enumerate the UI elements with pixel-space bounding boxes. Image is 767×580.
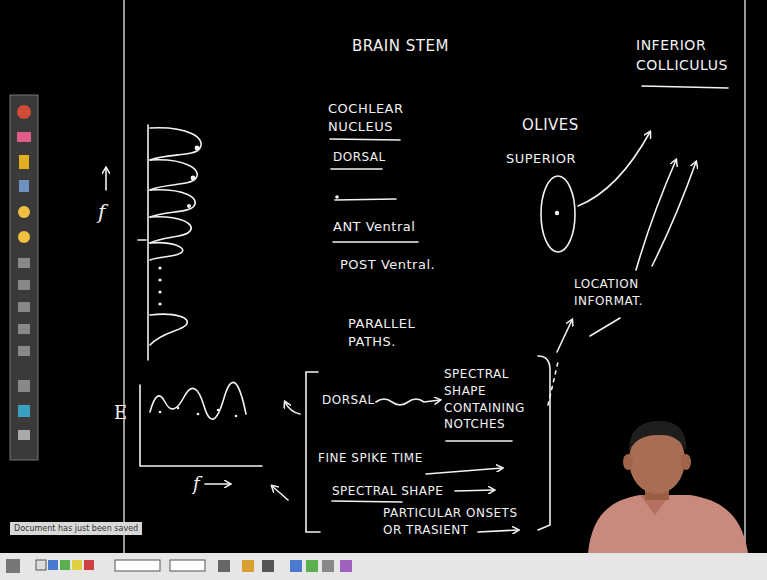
axis-label: f (193, 471, 200, 496)
division-label: DORSAL (333, 149, 386, 166)
axis-label: f (98, 198, 106, 226)
board-title: BRAIN STEM (352, 36, 449, 57)
structure-label: SUPERIOR (506, 150, 576, 168)
path-feature: FINE SPIKE TIME (318, 450, 423, 467)
path-feature: SPECTRAL SHAPE CONTAINING NOTCHES (444, 366, 544, 433)
structure-label: COCHLEAR NUCLEUS (328, 100, 420, 136)
axis-label: E (114, 400, 128, 425)
path-feature: SPECTRAL SHAPE (332, 483, 443, 500)
structure-label: OLIVES (522, 115, 579, 136)
path-label: DORSAL (322, 392, 375, 409)
path-feature: PARTICULAR ONSETS OR TRASIENT (383, 505, 533, 539)
division-label: ANT Ventral (333, 218, 415, 236)
note-text: LOCATION INFORMAT. (574, 276, 670, 310)
note-text: PARALLEL PATHS. (348, 315, 436, 351)
division-label: POST Ventral. (340, 256, 435, 274)
status-tooltip: Document has just been saved (10, 522, 142, 535)
structure-label: INFERIOR COLLICULUS (636, 36, 740, 75)
